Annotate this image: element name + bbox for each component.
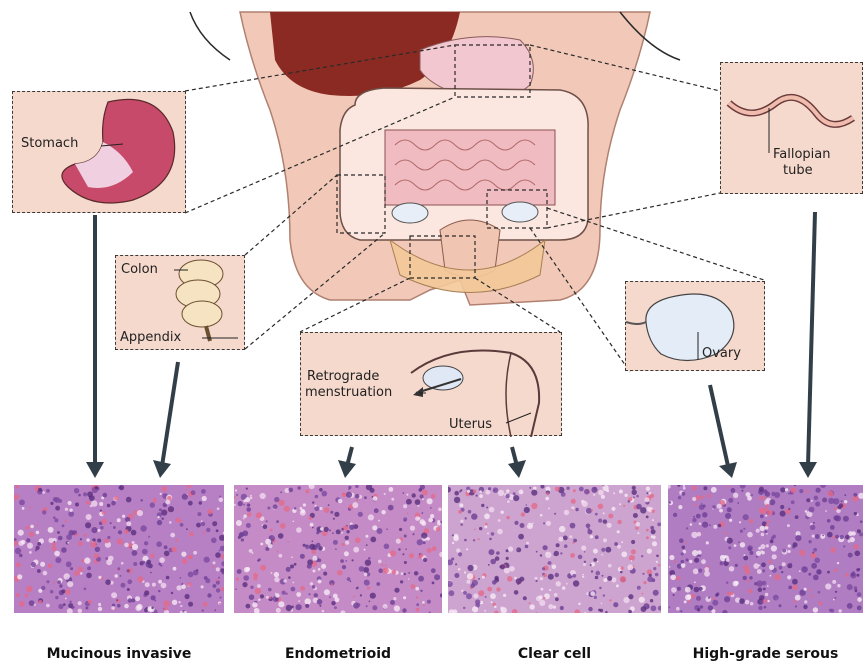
micrograph-clear-cell <box>448 485 661 613</box>
appendix-label: Appendix <box>120 330 181 345</box>
fallopian-tube-label-line1: Fallopian <box>773 147 831 162</box>
stomach-callout: Stomach <box>12 91 186 213</box>
caption-endometrioid: Endometrioid <box>234 646 442 662</box>
caption-high-grade-serous: High-grade serous <box>668 646 863 662</box>
right-ovary-organ <box>502 202 538 222</box>
fallopian-tube-label-line2: tube <box>783 163 813 178</box>
micrograph-mucinous-invasive <box>14 485 224 613</box>
caption-clear-cell: Clear cell <box>448 646 661 662</box>
retrograde-label-line2: menstruation <box>305 385 392 400</box>
micrograph-high-grade-serous <box>668 485 863 613</box>
left-ovary-organ <box>392 203 428 223</box>
micrograph-endometrioid <box>234 485 442 613</box>
stomach-label: Stomach <box>21 136 78 151</box>
caption-mucinous-invasive: Mucinous invasive <box>14 646 224 662</box>
fallopian-tube-callout: Fallopian tube <box>720 62 863 194</box>
uterus-label: Uterus <box>449 417 492 432</box>
ovary-callout: Ovary <box>625 281 765 371</box>
retrograde-label-line1: Retrograde <box>307 369 379 384</box>
retrograde-uterus-callout: Retrograde menstruation Uterus <box>300 332 562 436</box>
colon-appendix-callout: Colon Appendix <box>115 255 245 350</box>
ovary-label: Ovary <box>702 346 741 361</box>
colon-label: Colon <box>121 262 158 277</box>
